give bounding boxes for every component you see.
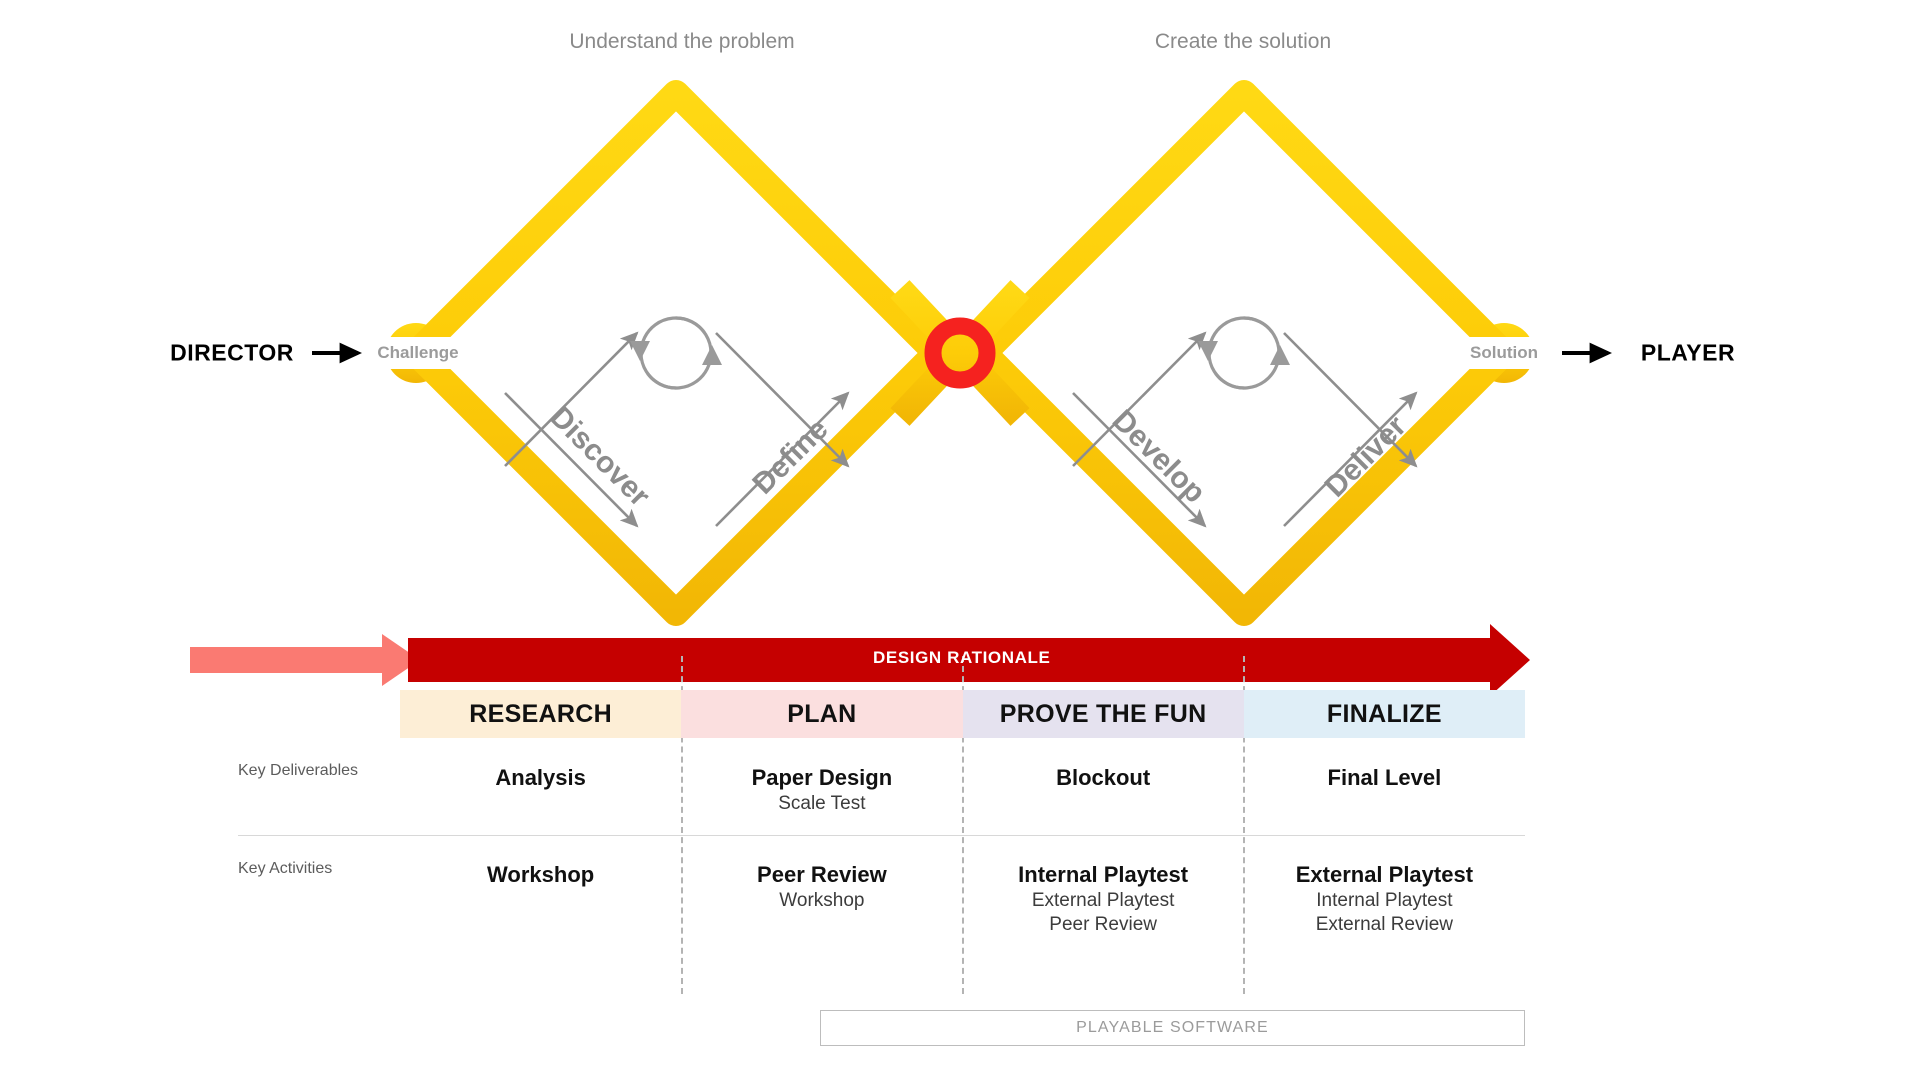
node-label-solution: Solution xyxy=(1470,343,1538,362)
cell-secondary: External Playtest xyxy=(1031,890,1175,912)
left-diamond-outline xyxy=(403,80,949,626)
node-label-challenge: Challenge xyxy=(377,343,459,362)
cell-primary: External Playtest xyxy=(1295,862,1474,887)
row-key-activities: Workshop Peer Review Workshop Internal P… xyxy=(400,855,1525,938)
cell-activity-plan: Peer Review Workshop xyxy=(681,855,962,938)
arrow-develop-down xyxy=(1072,392,1207,528)
phase-header-research-label: RESEARCH xyxy=(469,699,612,728)
cell-primary: Blockout xyxy=(1056,765,1151,790)
row-divider-1 xyxy=(238,835,1525,836)
rationale-lead-arrow xyxy=(190,634,420,686)
caption-create-solution: Create the solution xyxy=(1154,30,1332,53)
arrow-deliver-down xyxy=(1283,332,1418,468)
iteration-loop-icon-right xyxy=(1198,316,1290,390)
cell-primary: Peer Review xyxy=(757,862,887,887)
arrow-define-down xyxy=(715,332,850,468)
actor-label-director: DIRECTOR xyxy=(170,339,294,366)
challenge-label-knockout xyxy=(386,337,452,369)
cell-deliverable-plan: Paper Design Scale Test xyxy=(681,758,962,816)
cell-deliverable-prove: Blockout xyxy=(963,758,1244,816)
arrow-discover-up xyxy=(504,331,639,467)
design-rationale-label: DESIGN RATIONALE xyxy=(873,648,1051,667)
cell-secondary: External Review xyxy=(1315,914,1454,936)
cell-secondary: Internal Playtest xyxy=(1316,890,1453,912)
cell-activity-prove: Internal Playtest External Playtest Peer… xyxy=(963,855,1244,938)
solution-label-knockout xyxy=(1468,337,1534,369)
actor-label-player: PLAYER xyxy=(1640,339,1736,366)
cell-secondary: Scale Test xyxy=(778,793,866,815)
cell-deliverable-research: Analysis xyxy=(400,758,681,816)
cell-primary: Internal Playtest xyxy=(1018,862,1189,887)
arrow-develop-up xyxy=(1072,331,1207,467)
phase-header-strip: RESEARCH PLAN PROVE THE FUN FINALIZE xyxy=(400,690,1525,738)
phase-header-plan[interactable]: PLAN xyxy=(681,690,963,738)
phase-header-plan-label: PLAN xyxy=(787,699,857,728)
column-separator-3 xyxy=(1243,656,1245,994)
cell-secondary: Workshop xyxy=(779,890,865,912)
column-separator-1 xyxy=(681,656,683,994)
cell-secondary: Peer Review xyxy=(1049,914,1157,936)
row-key-deliverables: Analysis Paper Design Scale Test Blockou… xyxy=(400,758,1525,816)
center-cross-stroke-b xyxy=(890,280,1030,426)
arrow-define-up xyxy=(715,391,850,527)
cell-activity-finalize: External Playtest Internal Playtest Exte… xyxy=(1244,855,1525,938)
right-diamond-outline xyxy=(971,80,1517,626)
playable-software-bar[interactable]: PLAYABLE SOFTWARE xyxy=(820,1010,1525,1046)
playable-software-label: PLAYABLE SOFTWARE xyxy=(1076,1019,1269,1036)
phase-header-finalize-label: FINALIZE xyxy=(1326,699,1442,728)
iteration-loop-icon-left xyxy=(630,316,722,390)
cell-primary: Analysis xyxy=(495,765,586,790)
phase-header-finalize[interactable]: FINALIZE xyxy=(1243,690,1525,738)
cell-primary: Final Level xyxy=(1327,765,1442,790)
phase-header-research[interactable]: RESEARCH xyxy=(400,690,682,738)
arrow-discover-down xyxy=(504,392,639,528)
cell-activity-research: Workshop xyxy=(400,855,681,938)
cell-deliverable-finalize: Final Level xyxy=(1244,758,1525,816)
arrow-deliver-up xyxy=(1283,391,1418,527)
column-separator-2 xyxy=(962,656,964,994)
cell-primary: Workshop xyxy=(487,862,595,887)
phase-header-prove-label: PROVE THE FUN xyxy=(999,699,1207,728)
cell-primary: Paper Design xyxy=(751,765,893,790)
caption-understand-problem: Understand the problem xyxy=(569,30,795,53)
design-rationale-bar xyxy=(190,624,1530,696)
phase-header-prove[interactable]: PROVE THE FUN xyxy=(962,690,1244,738)
center-red-ring xyxy=(924,317,996,389)
row-label-key-activities: Key Activities xyxy=(238,860,333,877)
rationale-body-arrow xyxy=(408,624,1530,696)
row-label-key-deliverables: Key Deliverables xyxy=(238,762,359,779)
